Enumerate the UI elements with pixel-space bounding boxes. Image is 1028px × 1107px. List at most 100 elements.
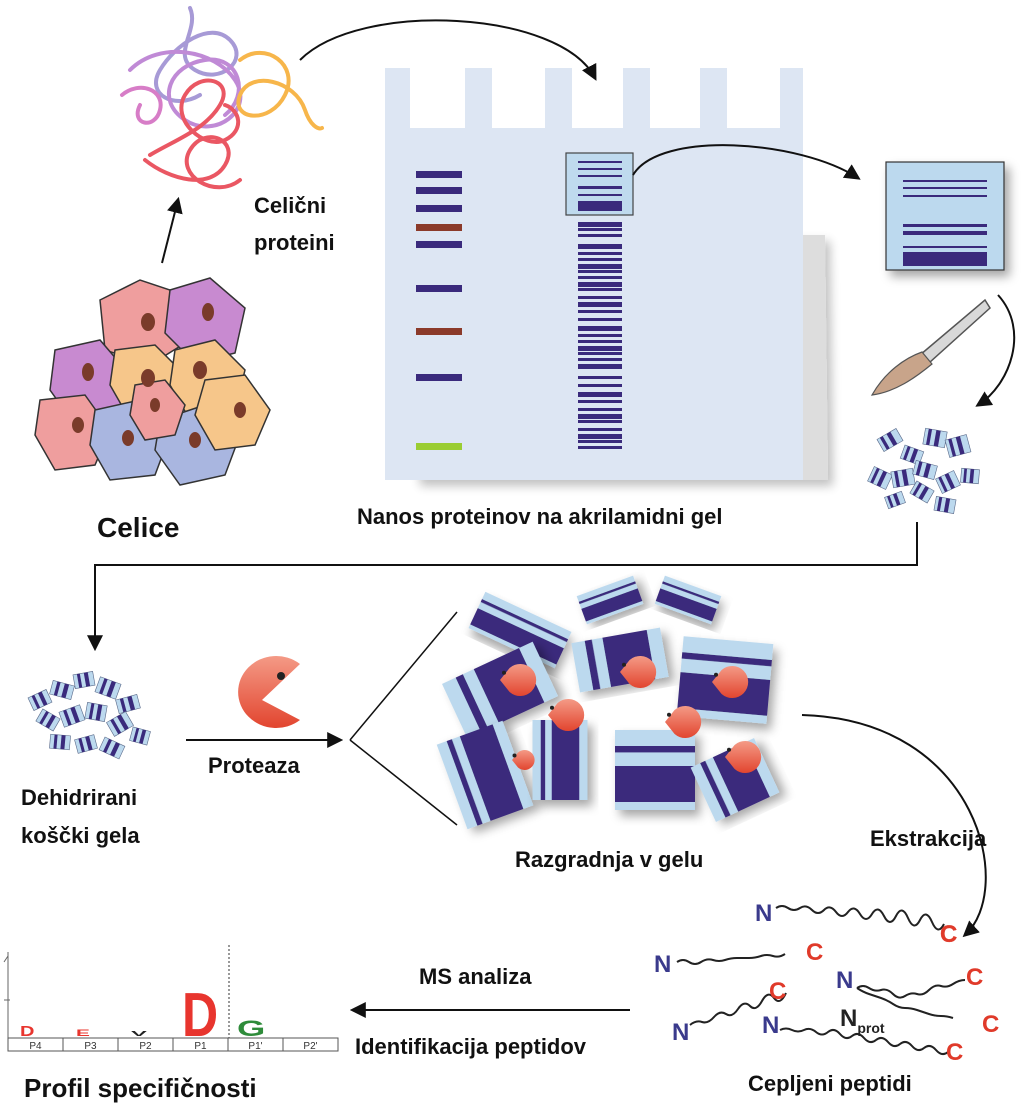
gel-piece: [935, 470, 961, 494]
dehydrated-gel-pieces: [27, 671, 151, 760]
lane-band: [578, 400, 622, 403]
lane-band: [578, 222, 622, 227]
lane-band: [578, 310, 622, 313]
gel-piece: [884, 490, 906, 510]
gel-piece: [94, 676, 122, 700]
in-gel-digestion: [436, 575, 780, 830]
lane-band: [578, 282, 622, 287]
lane-band: [578, 264, 622, 269]
lane-band: [578, 334, 622, 337]
label-razgradnja: Razgradnja v gelu: [515, 847, 703, 872]
ladder-band: [416, 187, 462, 194]
logo-position-label: P4: [29, 1041, 42, 1052]
lane-band: [578, 428, 622, 431]
gel-piece: [912, 460, 938, 480]
gel-piece: [867, 466, 893, 490]
arrow-cells-to-proteins: [161, 196, 183, 264]
gel-sample-lane: [578, 222, 622, 449]
arrow-to-dehydrated: [87, 522, 918, 652]
logo-letter: D: [20, 1022, 35, 1039]
lane-band: [578, 414, 622, 419]
gel-ladder-bands: [416, 171, 462, 450]
zoom-line-top: [349, 611, 458, 741]
lane-band: [578, 440, 622, 443]
n-terminus: N: [755, 900, 772, 927]
n-terminus: N: [836, 967, 853, 994]
label-celice: Celice: [97, 512, 180, 543]
protease-pacman: [620, 656, 657, 688]
c-terminus: C: [946, 1039, 963, 1066]
logo-position-label: P3: [84, 1041, 97, 1052]
lane-band: [578, 296, 622, 299]
lane-band: [578, 420, 622, 423]
protease-pacman-icon: [238, 656, 300, 728]
gel-piece: [27, 689, 53, 711]
digest-gel-piece: [576, 575, 644, 625]
n-terminus: N: [672, 1019, 689, 1046]
lane-band: [578, 276, 622, 279]
digest-gel-piece: [532, 720, 588, 800]
ladder-band: [416, 374, 462, 381]
c-terminus: C: [806, 939, 823, 966]
digest-gel-piece: [571, 627, 669, 693]
label-cepljeni: Cepljeni peptidi: [748, 1071, 912, 1096]
gel-piece: [922, 427, 948, 449]
ladder-band: [416, 328, 462, 335]
gel-pieces-cut: [867, 427, 980, 514]
label-celicni-proteini-1: Celični: [254, 193, 326, 218]
zoomed-gel-slice: [885, 161, 1005, 271]
c-terminus: C: [966, 964, 983, 991]
label-dehidrirani-2: koščki gela: [21, 823, 140, 848]
label-nanos: Nanos proteinov na akrilamidni gel: [357, 504, 723, 529]
label-celicni-proteini-2: proteini: [254, 230, 335, 255]
lane-band: [578, 346, 622, 351]
lane-band: [578, 228, 622, 231]
gel-piece: [960, 467, 980, 485]
lane-band: [578, 392, 622, 397]
gel-piece: [72, 671, 96, 689]
gel-piece: [98, 736, 126, 760]
label-profil: Profil specifičnosti: [24, 1073, 257, 1103]
gel-piece: [74, 734, 98, 754]
peptide-termini: N C N C N C C N N C C Nprot: [654, 900, 999, 1066]
cellular-proteins-tangle: [120, 6, 324, 190]
protease-pacman: [725, 741, 762, 773]
lane-band: [578, 384, 622, 387]
lane-band: [578, 352, 622, 355]
gel-piece: [899, 444, 925, 466]
c-terminus: C: [982, 1011, 999, 1038]
digest-gel-piece: [468, 591, 572, 669]
zoom-line-bottom: [349, 739, 458, 826]
lane-band: [578, 252, 622, 255]
logo-position-label: P2': [303, 1041, 317, 1052]
arrow-proteins-to-gel: [299, 19, 597, 81]
gel-piece: [106, 711, 134, 737]
gel-piece: [933, 496, 957, 514]
logo-letter: D: [182, 980, 218, 1050]
gel-piece: [876, 428, 904, 452]
gel-piece: [84, 702, 108, 722]
digest-gel-piece: [654, 575, 722, 625]
arrow-extraction: [801, 714, 987, 938]
gel-piece: [115, 694, 141, 714]
lane-band: [578, 302, 622, 307]
gel-piece: [909, 480, 935, 504]
lane-band: [578, 376, 622, 379]
acrylamide-gel: [385, 68, 828, 480]
gel-piece: [944, 434, 972, 458]
ladder-band: [416, 224, 462, 231]
lane-band: [578, 258, 622, 261]
gel-piece: [49, 680, 75, 700]
label-identifikacija: Identifikacija peptidov: [355, 1034, 587, 1059]
lane-band: [578, 434, 622, 439]
n-prot-label: Nprot: [840, 1005, 885, 1036]
logo-letter: V: [131, 1030, 147, 1038]
digest-gel-piece: [436, 720, 534, 830]
lane-band: [578, 364, 622, 369]
logo-position-label: P1': [248, 1041, 262, 1052]
gel-piece: [35, 708, 61, 732]
lane-band: [578, 408, 622, 411]
lane-band: [578, 318, 622, 321]
arrow-to-gel-pieces: [975, 294, 1016, 407]
